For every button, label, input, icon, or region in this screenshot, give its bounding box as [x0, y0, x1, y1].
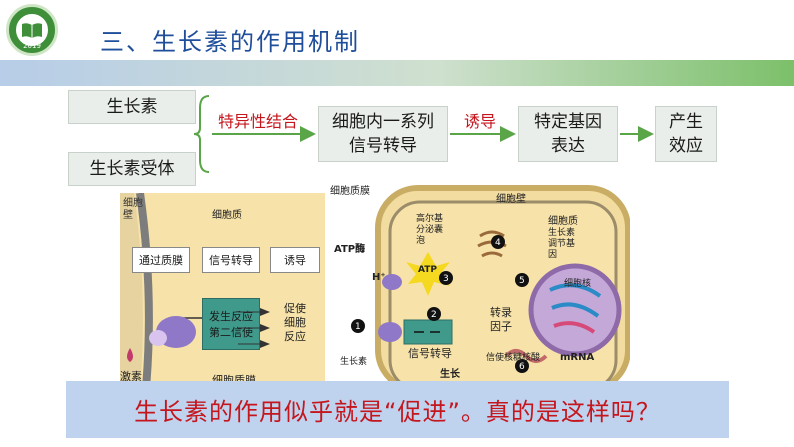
effect-label: 产生效应	[669, 112, 703, 156]
signal-box-shape	[403, 319, 453, 345]
gene-label: 特定基因表达	[534, 112, 602, 156]
right-membrane-label: 细胞质膜	[330, 186, 370, 197]
left-panel	[122, 193, 325, 388]
growth-label: 生长	[440, 369, 460, 380]
auxin-small-label: 生长素	[340, 357, 368, 367]
regulated-gene-label: 生长素调节基因	[548, 228, 576, 260]
cell-membrane-left	[120, 193, 153, 388]
brace	[193, 95, 210, 173]
logo-year: 2019	[23, 42, 41, 50]
signal-transduction-label: 信号转导	[408, 347, 452, 360]
reaction-line-2: 第二信使	[209, 326, 253, 339]
step-num: 4	[495, 238, 501, 248]
step-num: 6	[519, 362, 525, 372]
atp-label: ATP	[418, 265, 438, 275]
left-box-induce: 诱导	[270, 247, 320, 273]
left-wall-label: 细胞壁	[123, 198, 143, 221]
tf-label: 转录因子	[490, 306, 512, 333]
cell-diagram: 1 2 3 4 5 6	[351, 185, 630, 390]
messenger-label: 信使核糖核酸	[486, 353, 541, 363]
right-wall-label: 细胞壁	[496, 194, 526, 205]
auxin-box: 生长素	[68, 90, 196, 124]
right-cytoplasm-label: 细胞质	[548, 216, 578, 227]
step-num: 5	[519, 276, 525, 286]
left-cytoplasm-label: 细胞质	[212, 210, 242, 221]
signal-box: 细胞内一系列信号转导	[318, 106, 448, 162]
effect-box: 产生效应	[655, 106, 717, 162]
induce-label: 诱导	[464, 112, 497, 131]
bind-label: 特异性结合	[218, 112, 299, 131]
golgi-label: 高尔基分泌囊泡	[416, 214, 444, 246]
gene-box: 特定基因表达	[518, 106, 618, 162]
left-box-signal: 信号转导	[202, 247, 260, 273]
receptor-label: 生长素受体	[89, 159, 175, 179]
hormone-label: 激素	[120, 370, 142, 383]
hplus-label: H⁺	[372, 272, 386, 283]
page-title: 三、生长素的作用机制	[100, 28, 360, 56]
auxin-label: 生长素	[106, 97, 158, 117]
step-num: 2	[431, 310, 437, 320]
atpase-label: ATP酶	[334, 244, 366, 255]
left-box-membrane: 通过质膜	[132, 247, 190, 273]
nucleus-label: 细胞核	[564, 279, 592, 289]
mrna-label: mRNA	[560, 352, 595, 363]
receptor-box: 生长素受体	[68, 152, 196, 186]
left-panel-drawing	[127, 308, 270, 362]
book-icon	[14, 12, 50, 48]
promote-label: 促使细胞反应	[284, 302, 306, 343]
atp-burst	[406, 252, 450, 296]
question-banner: 生长素的作用似乎就是“促进”。真的是这样吗？	[66, 381, 729, 438]
left-reaction-box: 发生反应 第二信使	[202, 298, 260, 350]
question-text: 生长素的作用似乎就是“促进”。真的是这样吗？	[134, 398, 661, 426]
reaction-line-1: 发生反应	[209, 310, 253, 323]
step-num: 1	[355, 322, 361, 332]
step-num: 3	[443, 274, 449, 284]
school-logo: 2019	[6, 4, 58, 56]
header-band	[0, 60, 794, 86]
hormone-drop	[127, 348, 133, 362]
signal-label: 细胞内一系列信号转导	[332, 112, 434, 156]
